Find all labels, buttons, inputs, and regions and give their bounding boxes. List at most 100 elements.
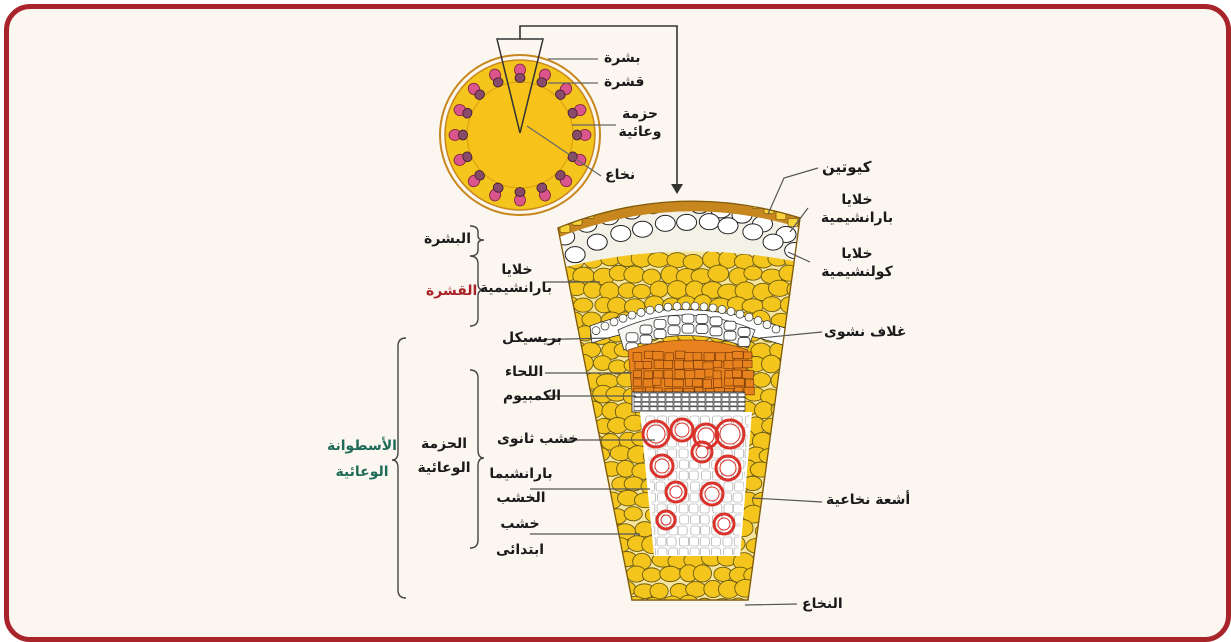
cambium-cell xyxy=(666,398,673,402)
cambium-cell xyxy=(634,398,641,402)
collenchyma-cell xyxy=(565,247,585,263)
epidermis-cell xyxy=(680,186,690,194)
parenchyma-cell xyxy=(559,567,579,584)
xylem-parenchyma-cell xyxy=(690,493,699,502)
overview-pith-label: نخاع xyxy=(605,167,635,185)
sheath-cell xyxy=(691,302,699,310)
collenchyma-cell xyxy=(718,218,738,234)
parenchyma-cell xyxy=(566,490,587,508)
pericycle-cell xyxy=(710,327,722,336)
phloem-cell xyxy=(713,361,721,368)
cambium-label: الكمبيوم xyxy=(503,388,561,406)
phloem-cell xyxy=(633,379,641,386)
phloem-cell xyxy=(743,360,752,367)
collenchyma-cell xyxy=(655,215,675,231)
parenchyma-cell xyxy=(574,568,594,582)
detailed-stem-section xyxy=(538,186,826,615)
parenchyma-cell xyxy=(558,598,577,614)
parenchyma-cell xyxy=(648,252,670,267)
phloem-cell xyxy=(703,379,711,388)
xylem-parenchyma-cell xyxy=(712,449,721,458)
phloem-cells xyxy=(633,351,754,396)
parenchyma-cell xyxy=(750,462,771,477)
parenchyma-cell xyxy=(551,312,569,327)
phloem-cell xyxy=(633,353,642,362)
cambium-cell xyxy=(706,398,713,402)
parenchyma-cell xyxy=(583,490,603,507)
collenchyma-cell xyxy=(763,234,783,250)
parenchyma-cell xyxy=(779,265,798,281)
parenchyma-cell xyxy=(552,523,570,540)
parenchyma-cell xyxy=(764,476,782,491)
cambium-cell xyxy=(714,402,721,406)
cambium-cell xyxy=(690,407,697,411)
pericycle-cell xyxy=(710,317,722,326)
cambium-cell xyxy=(722,393,729,397)
pericycle-cell xyxy=(682,324,694,333)
epidermis-cell xyxy=(620,196,630,204)
cambium-cell xyxy=(634,402,641,406)
pericycle-cell xyxy=(640,335,652,344)
phloem-label: اللحاء xyxy=(505,364,543,382)
xylem-parenchyma-cell xyxy=(667,537,676,546)
primary-xylem-label: خشب ابتدائى xyxy=(490,516,550,559)
sheath-cell xyxy=(601,322,609,330)
parenchyma-cell xyxy=(584,551,604,567)
epidermis-cell xyxy=(704,188,714,196)
parenchyma-cell xyxy=(803,281,825,298)
phloem-cell xyxy=(744,387,754,395)
cambium-cell xyxy=(730,398,737,402)
xylem-parenchyma-cell xyxy=(691,515,700,524)
parenchyma-cell xyxy=(787,311,807,326)
parenchyma-cell xyxy=(556,508,575,525)
parenchyma-cell xyxy=(803,373,825,390)
parenchyma-cell xyxy=(780,297,799,314)
sheath-cell xyxy=(646,306,654,314)
parenchyma-cell xyxy=(776,598,798,615)
cortex-label: القشرة xyxy=(426,283,477,301)
xylem-parenchyma-cell xyxy=(691,526,700,535)
xylem-parenchyma-cell xyxy=(679,471,688,480)
parenchyma-cell xyxy=(548,552,568,567)
xylem-parenchyma-cell xyxy=(689,471,698,480)
parenchyma-cell xyxy=(796,536,816,551)
cambium-cell xyxy=(674,393,681,397)
phloem-cell xyxy=(665,378,674,386)
parenchyma-cell xyxy=(712,599,733,615)
parenchyma-cell xyxy=(558,479,578,493)
cambium-cell xyxy=(714,398,721,402)
cambium-cell xyxy=(706,407,713,411)
overview-vascular-bundle-label: حزمة وعائية xyxy=(612,106,668,141)
parenchyma-cell xyxy=(744,266,762,280)
phloem-cell xyxy=(653,352,663,360)
overview-epidermis-label: بشرة xyxy=(604,50,640,68)
cambium-cell xyxy=(730,402,737,406)
xylem-parenchyma-cell xyxy=(733,504,742,513)
xylem-parenchyma-cell xyxy=(724,482,733,491)
collenchyma-cell xyxy=(611,225,631,241)
collenchyma-cell xyxy=(699,214,719,230)
parenchyma-cell xyxy=(803,461,825,476)
cambium-cell xyxy=(738,393,745,397)
xylem-parenchyma-cell xyxy=(678,526,687,535)
cambium-cell xyxy=(698,393,705,397)
parenchyma-cell xyxy=(679,595,698,611)
cambium-cell xyxy=(738,402,745,406)
cambium-cell xyxy=(698,407,705,411)
cambium-cell xyxy=(666,407,673,411)
phloem-cell xyxy=(664,370,672,378)
parenchyma-cell xyxy=(761,355,780,373)
parenchyma-cell xyxy=(784,433,806,447)
phloem-cell xyxy=(683,361,693,369)
xylem-parenchyma-cell xyxy=(700,515,709,524)
parenchyma-cell xyxy=(752,583,771,599)
parenchyma-cell xyxy=(614,581,635,596)
overview-bundle xyxy=(515,188,526,207)
parenchyma-cell xyxy=(804,522,826,537)
parenchyma-cell xyxy=(608,297,627,314)
cambium-cell xyxy=(650,398,657,402)
sheath-cell xyxy=(763,321,771,329)
sheath-cell xyxy=(772,325,780,333)
sheath-cell xyxy=(673,302,681,310)
parenchyma-cell xyxy=(561,417,579,431)
